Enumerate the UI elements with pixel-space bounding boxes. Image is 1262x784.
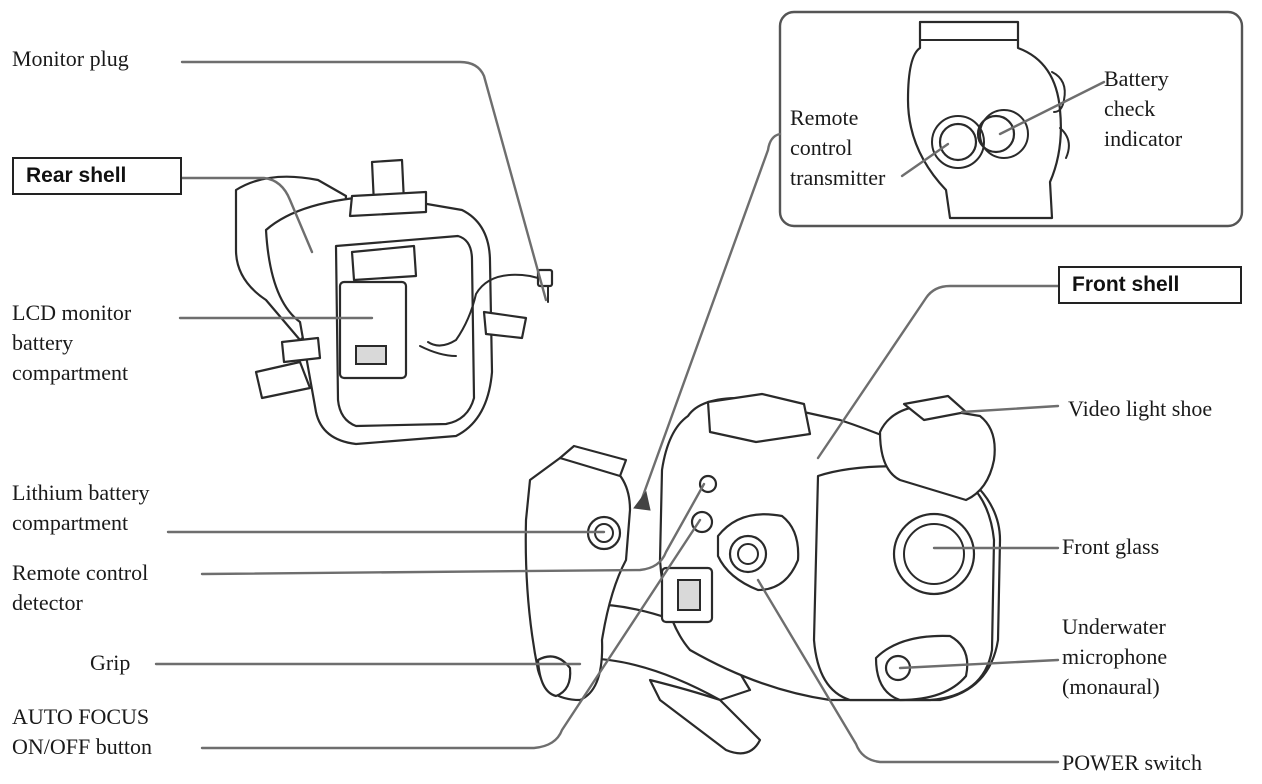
label-monitor-plug: Monitor plug [12,46,129,71]
label-remote-tx-line1: Remote [790,105,859,130]
arrow-head [633,490,651,511]
leader-power [756,578,1060,764]
leader-inset-transmitter [900,142,950,178]
label-underwater-microphone: Underwater microphone (monaural) [1062,612,1167,702]
leader-video-light [960,404,1060,414]
label-battery-check-line2: check [1104,96,1156,121]
rear-shell-drawing [234,158,554,446]
label-af-line1: AUTO FOCUS [12,704,150,729]
label-remote-transmitter: Remote control transmitter [790,103,885,193]
label-remote-tx-line2: control [790,135,853,160]
label-remote-det-line2: detector [12,590,83,615]
leader-monitor-plug [180,60,548,302]
label-remote-tx-line3: transmitter [790,165,886,190]
label-remote-det-line1: Remote control [12,560,149,585]
label-mic-line1: Underwater [1062,614,1166,639]
leader-remote-transmitter [638,132,782,506]
label-power-switch: POWER switch [1062,750,1202,775]
leader-battery-check [998,80,1106,136]
label-battery-check-line1: Battery [1104,66,1169,91]
leader-lines [154,60,1106,764]
label-lcd-line1: LCD monitor [12,300,132,325]
label-battery-check-line3: indicator [1104,126,1183,151]
label-mic-line2: microphone [1062,644,1168,669]
label-auto-focus: AUTO FOCUS ON/OFF button [12,702,152,762]
label-grip: Grip [90,650,131,675]
label-rear-shell: Rear shell [12,157,182,195]
label-lithium-line2: compartment [12,510,129,535]
label-af-line2: ON/OFF button [12,734,152,759]
front-shell-drawing [524,392,1002,755]
label-lithium-line1: Lithium battery [12,480,150,505]
label-front-glass: Front glass [1062,534,1160,559]
leader-remote-detector [200,482,706,576]
label-mic-line3: (monaural) [1062,674,1160,699]
label-lcd-monitor-battery: LCD monitor battery compartment [12,298,131,388]
leader-front-shell [816,284,1060,460]
label-remote-control-detector: Remote control detector [12,558,148,618]
leader-mic [898,658,1060,670]
label-battery-check: Battery check indicator [1104,64,1182,154]
inset-panel [778,10,1244,228]
label-lcd-line2: battery [12,330,74,355]
label-front-shell: Front shell [1058,266,1242,304]
label-video-light-shoe: Video light shoe [1068,396,1213,421]
label-lithium-battery: Lithium battery compartment [12,478,149,538]
label-lcd-line3: compartment [12,360,129,385]
leader-af [200,518,702,750]
leader-rear-shell [180,176,314,254]
